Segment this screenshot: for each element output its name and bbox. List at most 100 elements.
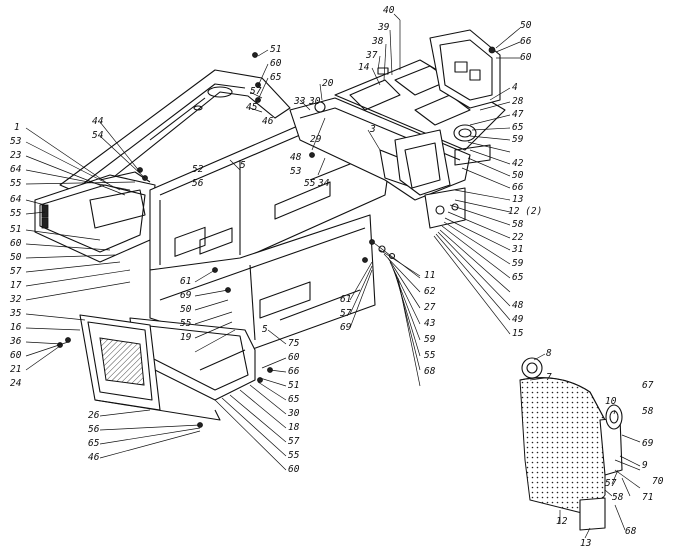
callout: 8 — [546, 348, 552, 359]
callout: 4 — [512, 82, 518, 93]
callout: 34 — [317, 178, 330, 189]
callout: 59 — [512, 134, 524, 145]
callout: 68 — [625, 526, 637, 537]
callout: 68 — [424, 366, 436, 377]
callout: 61 — [340, 294, 351, 305]
callout: 66 — [512, 182, 524, 193]
callout: 15 — [512, 328, 524, 339]
callout: 45 — [246, 102, 258, 113]
callout: 56 — [88, 424, 100, 435]
callout: 55 — [288, 450, 300, 461]
callout: 69 — [340, 322, 352, 333]
main-housing-lower — [149, 214, 376, 351]
callout: 64 — [10, 164, 22, 175]
callout: 55 — [10, 208, 22, 219]
callout: 60 — [10, 238, 22, 249]
callout: 49 — [512, 314, 524, 325]
callout: 3 — [369, 124, 376, 135]
callout: 9 — [642, 460, 648, 471]
callout: 53 — [10, 136, 22, 147]
callout: 65 — [288, 394, 300, 405]
perforated-fender — [519, 357, 641, 531]
callout: 65 — [270, 72, 282, 83]
callout: 29 — [310, 134, 322, 145]
front-grille-door — [79, 314, 221, 421]
callout: 57 — [250, 86, 262, 97]
callout: 24 — [10, 378, 22, 389]
callout: 60 — [288, 352, 300, 363]
callout: 65 — [512, 122, 524, 133]
callout: 69 — [180, 290, 192, 301]
callout: 55 — [304, 178, 316, 189]
callout: 60 — [270, 58, 282, 69]
callout: 50 — [180, 304, 192, 315]
callout: 16 — [10, 322, 22, 333]
callout: 55 — [424, 350, 436, 361]
callout: 50 — [512, 170, 524, 181]
callout: 7 — [546, 372, 552, 383]
callout: 26 — [88, 410, 100, 421]
callout: 55 — [180, 318, 192, 329]
callout: 50 — [10, 252, 22, 263]
callout: 18 — [288, 422, 300, 433]
callout: 36 — [9, 336, 22, 347]
callout: 37 — [365, 50, 378, 61]
callout: 32 — [9, 294, 22, 305]
callout: 57 — [605, 478, 617, 489]
callout: 12 (2) — [508, 206, 542, 217]
callout: 57 — [288, 436, 300, 447]
callout: 46 — [262, 116, 274, 127]
callout: 33 — [293, 96, 306, 107]
callout: 30 — [287, 408, 300, 419]
callout: 58 — [642, 406, 654, 417]
callout: 12 — [556, 516, 568, 527]
callout: 60 — [10, 350, 22, 361]
callout: 65 — [88, 438, 100, 449]
callout: 62 — [424, 286, 436, 297]
callout: 13 — [580, 538, 592, 549]
callout: 21 — [10, 364, 21, 375]
callout: 13 — [512, 194, 524, 205]
callout: 35 — [9, 308, 22, 319]
callout: 22 — [512, 232, 524, 243]
callout: 27 — [424, 302, 436, 313]
callout: 64 — [10, 194, 22, 205]
callout: 17 — [10, 280, 22, 291]
callout: 53 — [290, 166, 302, 177]
callout: 54 — [92, 130, 104, 141]
callout: 38 — [371, 36, 384, 47]
callout: 56 — [192, 178, 204, 189]
callout: 23 — [10, 150, 22, 161]
callout: 14 — [358, 62, 370, 73]
callout: 58 — [512, 219, 524, 230]
callout: 60 — [288, 464, 300, 475]
leader-lines — [25, 13, 641, 539]
callout: 50 — [520, 20, 532, 31]
callout: 28 — [512, 96, 524, 107]
callout: 46 — [88, 452, 100, 463]
callout: 52 — [192, 164, 204, 175]
callout: 70 — [652, 476, 664, 487]
callout: 57 — [10, 266, 22, 277]
right-fastener-stack — [369, 239, 421, 279]
callout: 51 — [10, 224, 21, 235]
callout: 57 — [340, 308, 352, 319]
callout: 59 — [512, 258, 524, 269]
callout: 48 — [290, 152, 302, 163]
right-side-bracket — [394, 129, 466, 229]
callout: 55 — [10, 178, 22, 189]
callout: 19 — [180, 332, 192, 343]
callout: 1 — [14, 122, 20, 133]
callout: 5 — [240, 160, 246, 171]
callout: 40 — [383, 5, 395, 16]
callout: 66 — [288, 366, 300, 377]
callout: 65 — [512, 272, 524, 283]
callout: 39 — [377, 22, 390, 33]
callout: 51 — [270, 44, 281, 55]
callout: 47 — [512, 109, 524, 120]
callout: 31 — [511, 244, 523, 255]
callout: 11 — [424, 270, 435, 281]
spring-coupling — [453, 124, 491, 166]
callout: 51 — [288, 380, 299, 391]
